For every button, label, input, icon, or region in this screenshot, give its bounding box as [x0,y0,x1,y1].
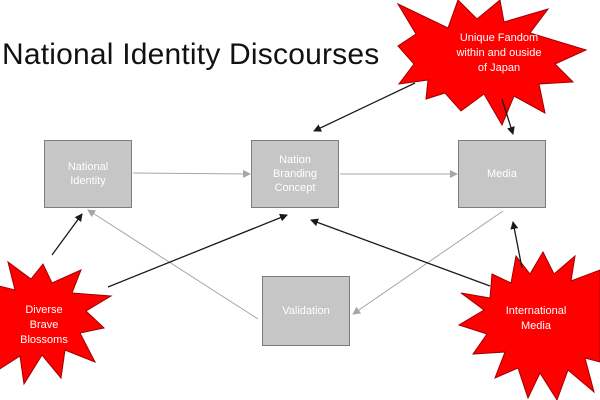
box-nation-branding-concept: Nation Branding Concept [251,140,339,208]
box-national-identity-line: Identity [70,175,106,187]
burst-international-line: International [505,305,567,317]
box-nation-branding-line: Concept [274,182,316,194]
arrow-diverse-to-identity [51,213,83,256]
burst-diverse-line: Brave [29,319,59,331]
box-validation: Validation [262,276,350,346]
burst-diverse [0,260,113,386]
arrow-validation-to-identity [87,209,259,320]
burst-diverse-line: Blossoms [20,334,68,346]
arrow-intl-to-branding [310,218,491,287]
arrow-intl-to-media [510,221,523,269]
box-national-identity: National Identity [44,140,132,208]
arrow-fandom-to-branding [313,82,416,132]
arrow-fandom-to-media [501,98,515,135]
burst-international [457,250,600,400]
burst-fandom-line: of Japan [477,62,521,74]
box-media: Media [458,140,546,208]
box-nation-branding-line: Nation [279,154,311,166]
burst-fandom [396,0,588,127]
box-nation-branding-line: Branding [272,168,318,180]
diagram-title: National Identity Discourses [2,38,380,71]
burst-diverse-label: Diverse Brave Blossoms [8,303,80,348]
burst-international-label: International Media [500,304,572,334]
burst-international-line: Media [521,320,551,332]
box-media-label: Media [487,168,517,180]
burst-fandom-line: Unique Fandom [459,32,539,44]
arrow-diverse-to-branding [107,213,288,288]
burst-fandom-label: Unique Fandom within and ouside of Japan [432,31,566,76]
burst-fandom-line: within and ouside [456,47,542,59]
arrow-identity-to-branding [132,169,251,178]
box-national-identity-line: National [67,161,109,173]
burst-diverse-line: Diverse [25,304,63,316]
box-validation-label: Validation [282,305,330,317]
